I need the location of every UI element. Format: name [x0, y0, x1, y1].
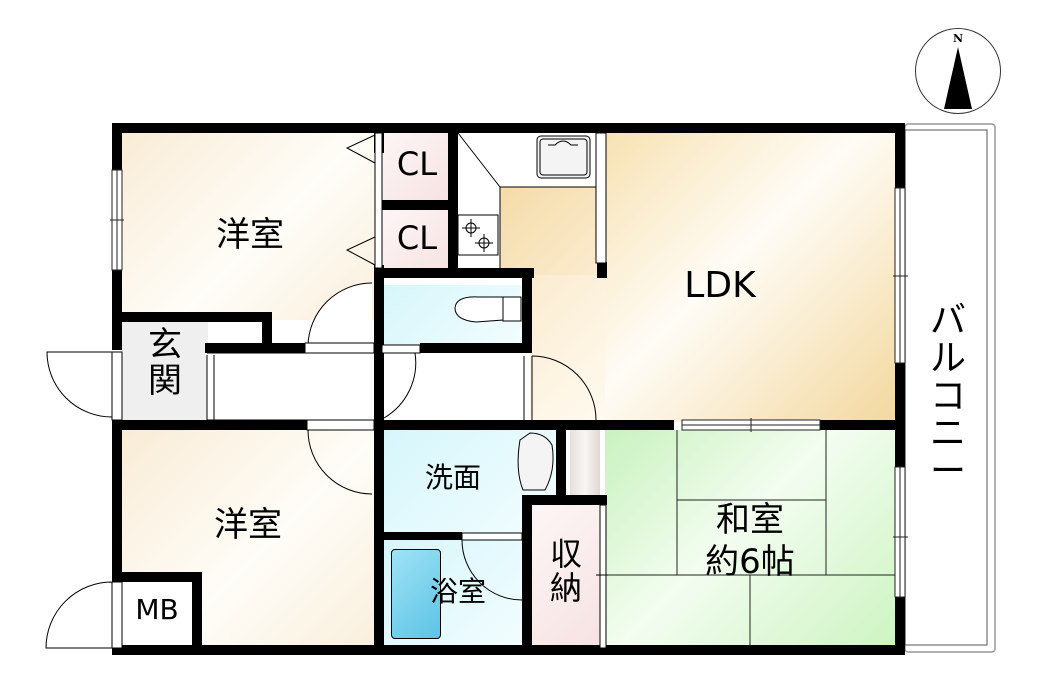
closet-lower-fill [382, 210, 452, 268]
closet-doors [345, 132, 383, 269]
north-compass: N [915, 28, 1001, 114]
entrance-fill [120, 322, 208, 420]
windows [110, 169, 908, 598]
closet-lower-label: CL [396, 219, 438, 257]
western-room-upper-label: 洋室 [216, 215, 284, 255]
washroom-label: 洗面 [424, 461, 481, 494]
western-room-upper-fill [120, 132, 378, 320]
kitchen-counter-fill [500, 187, 597, 275]
ldk-fill [600, 132, 896, 422]
meter-box-fill [122, 580, 192, 648]
storage-label: 収納 [549, 535, 582, 607]
entrance-label: 玄関 [148, 325, 182, 401]
shelf-fill [570, 430, 600, 498]
doors [45, 282, 608, 649]
closet-upper-fill [382, 132, 452, 200]
closet-upper-label: CL [396, 145, 438, 183]
ldk-label: LDK [684, 265, 756, 306]
storage-fill [530, 505, 602, 648]
kitchen-fixtures [457, 132, 607, 272]
tatami-lines [605, 430, 896, 648]
meter-box-label: MB [135, 593, 179, 626]
bathroom-label: 浴室 [429, 575, 486, 608]
north-arrow-icon [944, 47, 972, 109]
north-label: N [952, 32, 964, 45]
toilet-fixture [454, 296, 522, 323]
japanese-room-size: 約6帖 [705, 542, 795, 582]
bathtub [391, 549, 441, 639]
japanese-room-fill [605, 430, 897, 648]
western-room-lower-label: 洋室 [214, 505, 282, 545]
washbasin [517, 432, 554, 491]
japanese-room-label: 和室 [716, 500, 784, 540]
balcony-label: バルコニー [929, 300, 966, 493]
